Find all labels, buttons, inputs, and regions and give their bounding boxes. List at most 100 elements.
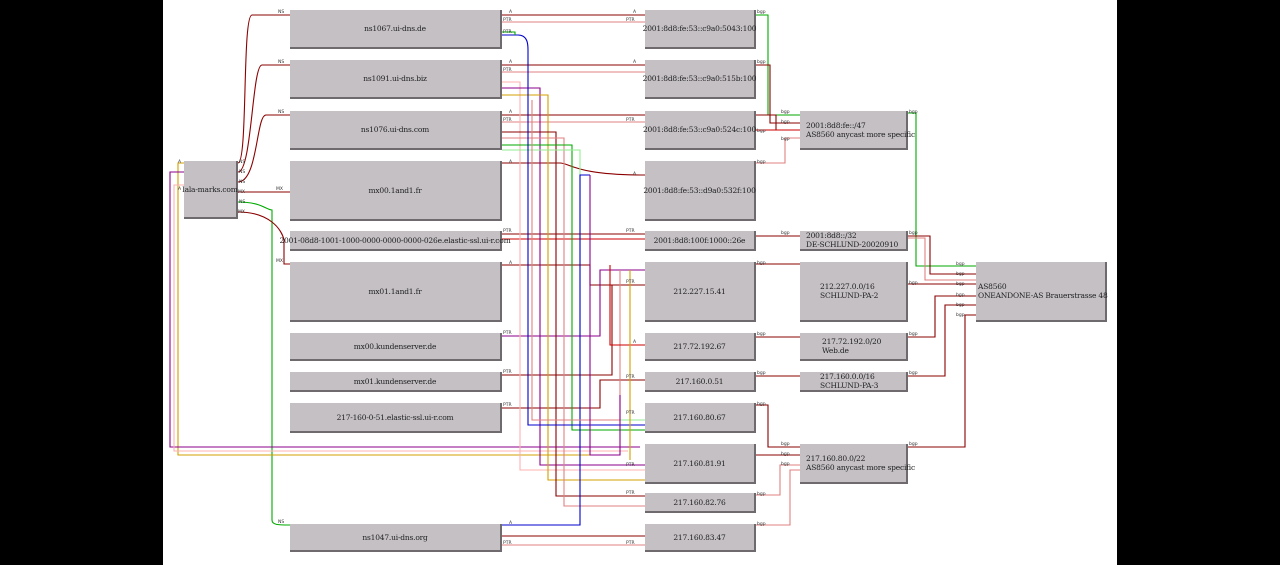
ip-node[interactable]: 2001:8d8:fe:53::d9a0:532f:100	[643, 161, 756, 221]
mail-server-node[interactable]: mx00.kundenserver.de	[290, 333, 502, 361]
svg-text:bgp: bgp	[909, 331, 918, 337]
ip-node[interactable]: 2001:8d8:fe:53::c9a0:515b:100	[643, 60, 757, 99]
prefix-label: 212.227.0.0/16	[820, 282, 875, 291]
svg-text:bgp: bgp	[757, 260, 766, 266]
svg-text:bgp: bgp	[781, 451, 790, 457]
svg-text:NS: NS	[278, 9, 284, 15]
prefix-node[interactable]: 2001:8d8::/32 DE-SCHLUND-20020910	[800, 231, 908, 251]
svg-text:A: A	[633, 339, 637, 345]
ip-node[interactable]: 217.160.0.51	[645, 372, 756, 392]
svg-text:PTR: PTR	[503, 402, 512, 408]
mail-server-node[interactable]: mx01.kundenserver.de	[290, 372, 502, 392]
svg-text:bgp: bgp	[757, 491, 766, 497]
ip-node[interactable]: 2001:8d8:100f:1000::26e	[645, 231, 756, 251]
prefix-owner: SCHLUND-PA-3	[820, 381, 879, 390]
svg-text:bgp: bgp	[909, 370, 918, 376]
ip-node[interactable]: 217.160.81.91	[645, 444, 756, 484]
svg-text:PTR: PTR	[503, 29, 512, 35]
ip-node[interactable]: 217.160.80.67	[645, 403, 756, 433]
prefix-node[interactable]: 212.227.0.0/16 SCHLUND-PA-2	[800, 262, 908, 322]
svg-text:NS: NS	[278, 109, 284, 115]
svg-text:bgp: bgp	[909, 109, 918, 115]
nameserver-node[interactable]: ns1091.ui-dns.biz	[290, 60, 502, 99]
svg-text:A: A	[509, 159, 513, 165]
svg-text:PTR: PTR	[503, 330, 512, 336]
svg-text:A: A	[178, 186, 182, 192]
svg-text:PTR: PTR	[626, 540, 635, 546]
svg-text:PTR: PTR	[503, 17, 512, 23]
svg-text:NS: NS	[239, 199, 245, 205]
svg-text:bgp: bgp	[757, 370, 766, 376]
svg-text:PTR: PTR	[626, 374, 635, 380]
svg-text:PTR: PTR	[503, 228, 512, 234]
ip-node[interactable]: 212.227.15.41	[645, 262, 756, 322]
svg-text:A: A	[178, 159, 182, 165]
svg-text:bgp: bgp	[956, 261, 965, 267]
svg-text:bgp: bgp	[757, 9, 766, 15]
svg-text:bgp: bgp	[781, 230, 790, 236]
svg-text:bgp: bgp	[956, 292, 965, 298]
svg-text:PTR: PTR	[503, 117, 512, 123]
domain-node[interactable]: lala-marks.com	[182, 161, 238, 219]
svg-text:bgp: bgp	[757, 128, 766, 134]
svg-text:A: A	[509, 520, 513, 526]
ip-node[interactable]: 217.160.83.47	[645, 524, 756, 552]
host-node[interactable]: 217-160-0-51.elastic-ssl.ui-r.com	[290, 403, 502, 433]
as-node[interactable]: AS8560 ONEANDONE-AS Brauerstrasse 48	[976, 262, 1108, 322]
svg-text:PTR: PTR	[626, 117, 635, 123]
prefix-owner: DE-SCHLUND-20020910	[806, 240, 899, 249]
svg-text:PTR: PTR	[626, 462, 635, 468]
svg-text:A: A	[509, 9, 513, 15]
svg-text:bgp: bgp	[757, 59, 766, 65]
svg-text:A: A	[633, 59, 637, 65]
prefix-label: 217.160.0.0/16	[820, 372, 875, 381]
prefix-node[interactable]: 217.72.192.0/20 Web.de	[800, 333, 908, 361]
prefix-label: 217.72.192.0/20	[822, 337, 882, 346]
svg-text:bgp: bgp	[757, 159, 766, 165]
prefix-node[interactable]: 217.160.80.0/22 AS8560 anycast more spec…	[800, 444, 915, 484]
svg-text:bgp: bgp	[956, 281, 965, 287]
prefix-label: 217.160.80.0/22	[806, 454, 866, 463]
prefix-label: 2001:8d8:fe::/47	[806, 120, 866, 130]
ip-node[interactable]: 2001:8d8:fe:53::c9a0:524c:100	[643, 111, 756, 150]
prefix-node[interactable]: 2001:8d8:fe::/47 AS8560 anycast more spe…	[800, 111, 915, 150]
svg-text:MX: MX	[276, 186, 283, 192]
mail-server-node[interactable]: mx01.1and1.fr	[290, 262, 502, 322]
svg-text:PTR: PTR	[626, 410, 635, 416]
mail-server-node[interactable]: mx00.1and1.fr	[290, 161, 502, 221]
svg-text:A: A	[509, 109, 513, 115]
svg-text:PTR: PTR	[503, 67, 512, 73]
nameserver-node[interactable]: ns1047.ui-dns.org	[290, 524, 502, 552]
svg-text:A: A	[633, 171, 637, 177]
prefix-node[interactable]: 217.160.0.0/16 SCHLUND-PA-3	[800, 372, 908, 392]
svg-text:PTR: PTR	[503, 369, 512, 375]
nameserver-node[interactable]: ns1067.ui-dns.de	[290, 10, 502, 49]
prefix-owner: AS8560 anycast more specific	[806, 463, 915, 472]
svg-text:bgp: bgp	[781, 109, 790, 115]
ip-node[interactable]: 217.72.192.67	[645, 333, 756, 361]
svg-text:MX: MX	[238, 189, 245, 195]
svg-text:MX: MX	[276, 258, 283, 264]
svg-text:bgp: bgp	[781, 119, 790, 125]
prefix-owner: SCHLUND-PA-2	[820, 291, 879, 300]
svg-text:NS: NS	[239, 159, 245, 165]
ip-node[interactable]: 2001:8d8:fe:53::c9a0:5043:100	[643, 10, 757, 49]
svg-text:bgp: bgp	[909, 280, 918, 286]
nameserver-node[interactable]: ns1076.ui-dns.com	[290, 111, 502, 150]
svg-text:PTR: PTR	[626, 490, 635, 496]
svg-text:NS: NS	[278, 519, 284, 525]
svg-text:A: A	[633, 9, 637, 15]
host-node[interactable]: 2001-08d8-1001-1000-0000-0000-0000-026e.…	[279, 231, 511, 251]
svg-text:bgp: bgp	[781, 461, 790, 467]
svg-text:NS: NS	[239, 179, 245, 185]
svg-text:bgp: bgp	[909, 441, 918, 447]
svg-text:PTR: PTR	[626, 228, 635, 234]
svg-text:bgp: bgp	[781, 441, 790, 447]
svg-text:PTR: PTR	[503, 540, 512, 546]
as-number: AS8560	[978, 282, 1007, 291]
svg-text:bgp: bgp	[781, 136, 790, 142]
svg-text:bgp: bgp	[956, 312, 965, 318]
ip-node[interactable]: 217.160.82.76	[645, 493, 756, 513]
svg-text:bgp: bgp	[956, 271, 965, 277]
